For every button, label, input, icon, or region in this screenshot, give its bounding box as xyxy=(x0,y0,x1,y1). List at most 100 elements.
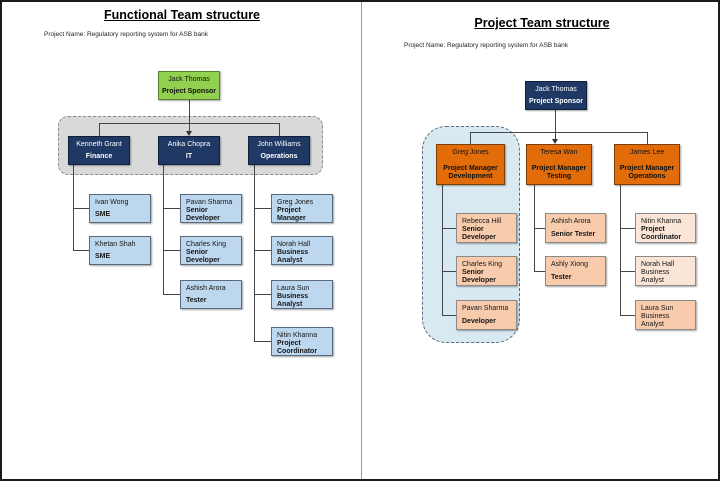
person-role: Tester xyxy=(186,296,207,304)
node-report: Nitin Khanna Project Coordinator xyxy=(635,213,696,243)
connector-line xyxy=(254,165,255,341)
node-report: Laura Sun Business Analyst xyxy=(635,300,696,330)
person-role: SME xyxy=(95,210,111,218)
connector-line xyxy=(254,294,271,295)
person-name: Nitin Khanna xyxy=(641,218,682,225)
node-report: Pavan Sharma Developer xyxy=(456,300,517,330)
person-name: John Williams xyxy=(257,141,301,148)
person-role: Project Manager Development xyxy=(443,164,498,180)
down-arrowhead-icon xyxy=(552,139,558,144)
person-name: Jack Thomas xyxy=(535,86,577,93)
person-name: Nitin Khanna xyxy=(277,332,318,339)
page-title-project: Project Team structure xyxy=(474,16,610,30)
connector-line xyxy=(442,271,456,272)
project-name-label-right: Project Name: Regulatory reporting syste… xyxy=(404,42,569,49)
person-name: Greg Jones xyxy=(452,149,489,156)
person-name: Norah Hall xyxy=(641,261,675,268)
connector-line xyxy=(163,208,180,209)
connector-line xyxy=(163,294,180,295)
node-report: Charles King Senior Developer xyxy=(180,236,242,265)
person-role: Senior Developer xyxy=(186,249,220,265)
project-name-label-left: Project Name: Regulatory reporting syste… xyxy=(44,31,209,38)
page-title-functional: Functional Team structure xyxy=(103,8,261,22)
connector-line xyxy=(73,250,89,251)
person-name: Norah Hall xyxy=(277,241,311,248)
connector-line xyxy=(620,228,635,229)
person-name: Laura Sun xyxy=(277,285,310,292)
person-role: Project Coordinator xyxy=(277,340,318,356)
person-role: Senior Developer xyxy=(462,226,496,242)
node-report: Rebecca Hill Senior Developer xyxy=(456,213,517,243)
node-project-sponsor-functional: Jack Thomas Project Sponsor xyxy=(158,71,220,100)
person-name: Charles King xyxy=(462,261,503,268)
connector-line xyxy=(279,123,280,136)
node-report: Ashish Arora Tester xyxy=(180,280,242,309)
person-name: Ashly Xiong xyxy=(551,261,588,268)
connector-line xyxy=(470,132,471,144)
connector-line xyxy=(73,208,89,209)
node-pm-testing: Teresa Wan Project Manager Testing xyxy=(526,144,592,185)
person-role: SME xyxy=(95,252,111,260)
connector-line xyxy=(163,165,164,294)
person-role: Operations xyxy=(260,152,298,160)
connector-line xyxy=(163,250,180,251)
person-role: Developer xyxy=(462,317,496,325)
person-name: Pavan Sharma xyxy=(462,305,509,312)
person-role: Senior Developer xyxy=(186,207,220,223)
person-role: Business Analyst xyxy=(277,249,309,265)
connector-line xyxy=(534,228,545,229)
connector-line xyxy=(442,185,443,315)
page-divider xyxy=(361,2,362,479)
connector-line xyxy=(555,110,556,139)
person-role: Business Analyst xyxy=(277,293,309,309)
connector-line xyxy=(620,315,635,316)
node-report: Pavan Sharma Senior Developer xyxy=(180,194,242,223)
person-role: Project Manager Operations xyxy=(619,164,675,180)
person-name: Pavan Sharma xyxy=(186,199,233,206)
person-role: Senior Tester xyxy=(551,230,596,238)
person-role: Project Manager xyxy=(277,207,306,223)
node-pm-operations: James Lee Project Manager Operations xyxy=(614,144,680,185)
connector-line xyxy=(254,208,271,209)
person-name: Khetan Shah xyxy=(95,241,136,248)
person-role: Senior Developer xyxy=(462,269,496,285)
person-role: Business Analyst xyxy=(641,313,670,329)
node-pm-development: Greg Jones Project Manager Development xyxy=(436,144,505,185)
node-report: Khetan Shah SME xyxy=(89,236,151,265)
person-name: Rebecca Hill xyxy=(462,218,502,225)
person-role: Business Analyst xyxy=(641,269,670,285)
person-name: Ashish Arora xyxy=(186,285,226,292)
node-report: Laura Sun Business Analyst xyxy=(271,280,333,309)
person-name: James Lee xyxy=(629,149,665,156)
person-role: Project Manager Testing xyxy=(531,164,587,180)
person-role: Project Sponsor xyxy=(528,97,584,105)
connector-line xyxy=(647,132,648,144)
connector-line xyxy=(254,250,271,251)
node-report: Charles King Senior Developer xyxy=(456,256,517,286)
person-name: Charles King xyxy=(186,241,227,248)
connector-line xyxy=(73,165,74,250)
connector-line xyxy=(189,100,190,131)
connector-line xyxy=(99,123,279,124)
connector-line xyxy=(442,315,456,316)
node-report: Ivan Wong SME xyxy=(89,194,151,223)
person-name: Ashish Arora xyxy=(551,218,591,225)
person-role: Tester xyxy=(551,273,572,281)
person-role: IT xyxy=(185,152,193,160)
connector-line xyxy=(620,185,621,315)
person-role: Finance xyxy=(85,152,113,160)
node-report: Nitin Khanna Project Coordinator xyxy=(271,327,333,356)
node-manager-operations: John Williams Operations xyxy=(248,136,310,165)
connector-line xyxy=(534,271,545,272)
connector-line xyxy=(442,228,456,229)
person-name: Laura Sun xyxy=(641,305,674,312)
person-name: Jack Thomas xyxy=(168,76,210,83)
node-report: Greg Jones Project Manager xyxy=(271,194,333,223)
person-role: Project Coordinator xyxy=(641,226,682,242)
person-name: Greg Jones xyxy=(277,199,314,206)
node-report: Ashish Arora Senior Tester xyxy=(545,213,606,243)
person-name: Teresa Wan xyxy=(540,149,578,156)
node-report: Norah Hall Business Analyst xyxy=(271,236,333,265)
person-name: Ivan Wong xyxy=(95,199,129,206)
